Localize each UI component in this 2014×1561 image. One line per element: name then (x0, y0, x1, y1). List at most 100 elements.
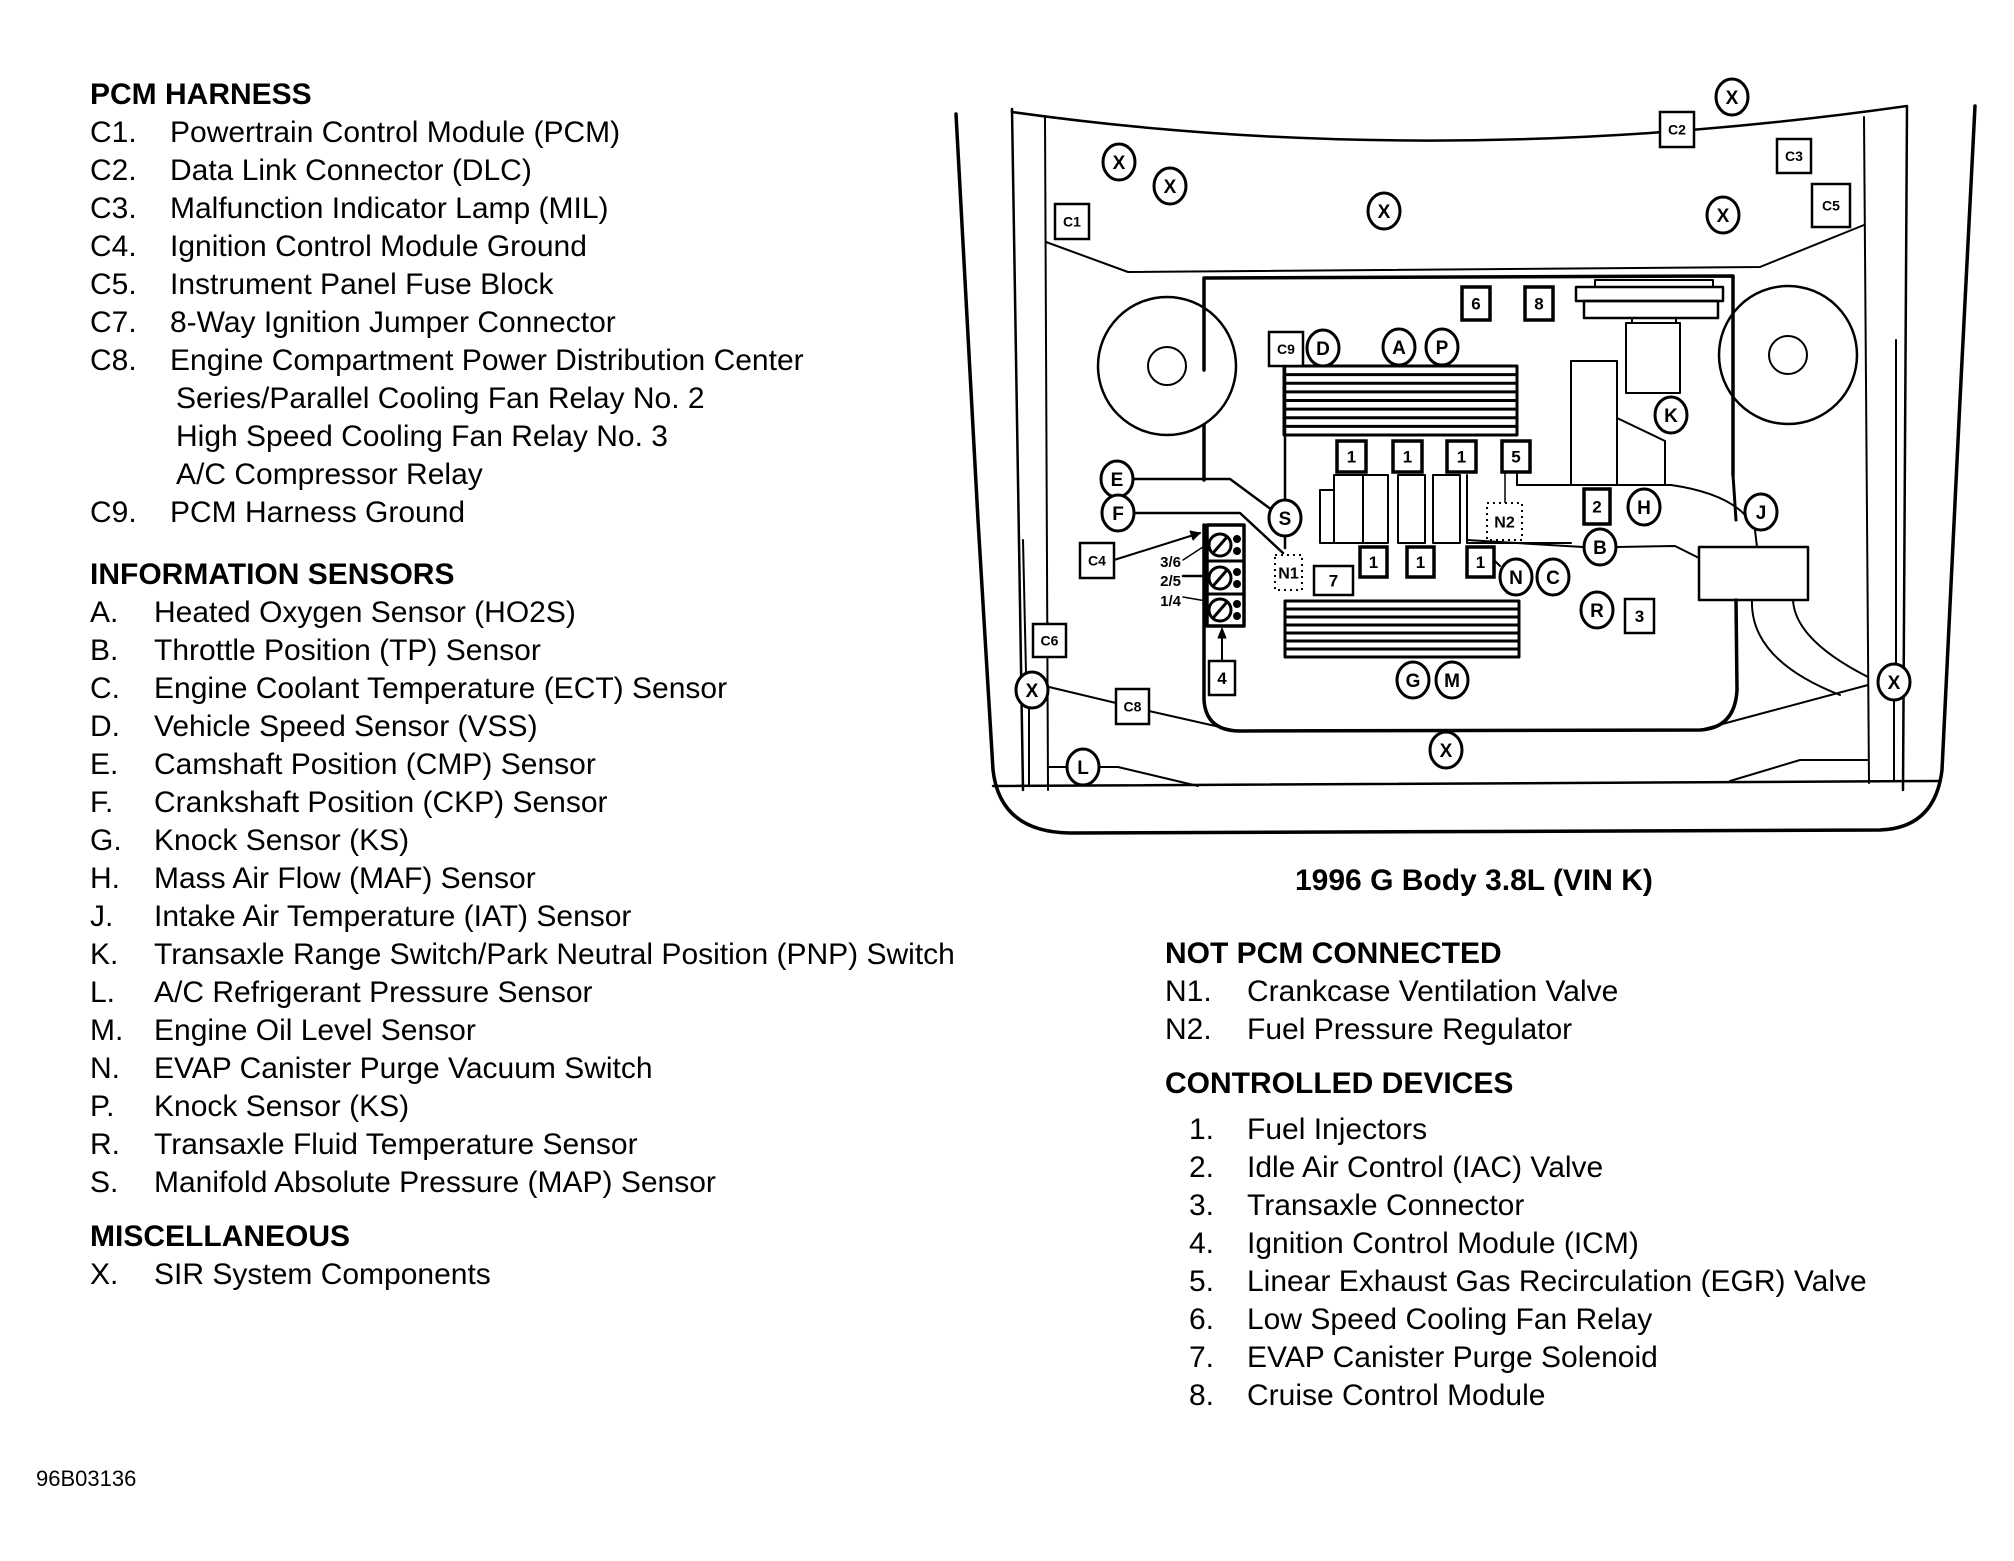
callout-box-1: 1 (1335, 439, 1368, 474)
callout-box-7: 7 (1312, 564, 1355, 597)
coil-label: 2/5 (1160, 573, 1181, 590)
legend-item: 2.Idle Air Control (IAC) Valve (1165, 1149, 1603, 1187)
callout-circle-e: E (1099, 459, 1135, 499)
svg-text:X: X (1726, 88, 1739, 109)
legend-key: E. (90, 748, 119, 781)
callout-box-c2: C2 (1658, 110, 1696, 149)
svg-text:7: 7 (1329, 572, 1338, 591)
legend-key: R. (90, 1128, 120, 1161)
legend-item: G.Knock Sensor (KS) (90, 822, 454, 860)
svg-text:C3: C3 (1785, 148, 1803, 164)
callout-box-1: 1 (1391, 439, 1424, 474)
legend-key: 1. (1189, 1113, 1215, 1146)
legend-item: C9.PCM Harness Ground (90, 494, 465, 532)
legend-key: C3. (90, 192, 137, 225)
svg-text:8: 8 (1534, 295, 1543, 314)
svg-text:P: P (1436, 338, 1449, 359)
svg-text:H: H (1637, 498, 1651, 519)
legend-item: N1.Crankcase Ventilation Valve (1165, 973, 1618, 1011)
figure-code: 96B03136 (36, 1466, 137, 1491)
legend-label: Knock Sensor (KS) (154, 1090, 410, 1123)
callout-circle-x: X (1014, 670, 1050, 710)
legend-item: C3.Malfunction Indicator Lamp (MIL) (90, 190, 609, 228)
pnp-link (1616, 417, 1666, 486)
left-fan (1096, 295, 1238, 437)
svg-text:J: J (1756, 503, 1767, 524)
svg-text:5: 5 (1511, 448, 1520, 467)
legend-item: 4.Ignition Control Module (ICM) (1165, 1225, 1639, 1263)
legend-item: N2.Fuel Pressure Regulator (1165, 1011, 1572, 1049)
coil-slash (1211, 568, 1229, 588)
legend-item: A.Heated Oxygen Sensor (HO2S) (90, 594, 576, 632)
callout-dotted-n2: N2 (1486, 502, 1523, 541)
svg-text:K: K (1664, 406, 1678, 427)
legend-label: Cruise Control Module (1247, 1379, 1546, 1412)
icm-arrowhead (1217, 627, 1227, 639)
legend-key: S. (90, 1166, 119, 1199)
legend-item: 3.Transaxle Connector (1165, 1187, 1524, 1225)
legend-key: 8. (1189, 1379, 1215, 1412)
coil-dot (1233, 600, 1241, 608)
callout-circle-x: X (1714, 77, 1750, 117)
svg-text:C5: C5 (1822, 198, 1840, 214)
legend-item: N.EVAP Canister Purge Vacuum Switch (90, 1050, 653, 1088)
cruise-plate-lower (1582, 299, 1720, 320)
legend-label: PCM Harness Ground (170, 496, 466, 529)
svg-text:G: G (1406, 671, 1421, 692)
legend-label: Fuel Injectors (1247, 1113, 1428, 1146)
legend-item: D.Vehicle Speed Sensor (VSS) (90, 708, 538, 746)
callout-circle-g: G (1395, 660, 1431, 700)
callout-circle-b: B (1582, 527, 1618, 567)
legend-key: C. (90, 672, 120, 705)
coil-dot (1233, 535, 1241, 543)
coil-terminal-icon (1207, 597, 1233, 623)
hose-outer (1792, 599, 1869, 678)
svg-text:1: 1 (1457, 448, 1466, 467)
legend-item: Series/Parallel Cooling Fan Relay No. 2 (90, 380, 705, 418)
svg-text:B: B (1593, 538, 1607, 559)
svg-text:C4: C4 (1088, 553, 1106, 569)
injector-body (1432, 474, 1461, 544)
miscellaneous-list: X.SIR System Components (90, 1256, 491, 1294)
legend-item: 1. Fuel Injectors (1165, 1111, 1513, 1149)
legend-key: G. (90, 824, 122, 857)
panel-inner-left (1044, 115, 1049, 791)
svg-text:C2: C2 (1668, 122, 1686, 138)
svg-text:M: M (1444, 671, 1460, 692)
svg-text:X: X (1164, 177, 1177, 198)
legend-label: EVAP Canister Purge Vacuum Switch (154, 1052, 653, 1085)
svg-text:E: E (1111, 470, 1124, 491)
svg-text:6: 6 (1471, 295, 1480, 314)
svg-text:4: 4 (1217, 669, 1227, 688)
legend-label: Low Speed Cooling Fan Relay (1247, 1303, 1653, 1336)
sir-wire-right (1893, 339, 1897, 782)
legend-label: Transaxle Fluid Temperature Sensor (154, 1128, 638, 1161)
callout-box-2: 2 (1582, 487, 1612, 526)
svg-text:A: A (1392, 338, 1406, 359)
not-pcm-connected-heading: NOT PCM CONNECTED (1165, 937, 1502, 970)
legend-label: Crankcase Ventilation Valve (1247, 975, 1619, 1008)
coil-36-lead (1182, 544, 1207, 561)
legend-label: Crankshaft Position (CKP) Sensor (154, 786, 608, 819)
maf-box (1697, 545, 1810, 602)
legend-key: F. (90, 786, 114, 819)
callout-circle-l: L (1065, 747, 1101, 787)
left-fan-hub (1147, 346, 1187, 386)
callout-circle-x: X (1366, 191, 1402, 231)
legend-item: High Speed Cooling Fan Relay No. 3 (90, 418, 668, 456)
callout-dotted-n1: N1 (1274, 554, 1303, 591)
callout-circle-h: H (1626, 487, 1662, 527)
svg-text:C6: C6 (1041, 633, 1059, 649)
legend-item: 7.EVAP Canister Purge Solenoid (1165, 1339, 1658, 1377)
cruise-body (1625, 322, 1681, 394)
callout-box-c9: C9 (1267, 330, 1305, 368)
legend-item: C7.8-Way Ignition Jumper Connector (90, 304, 616, 342)
panel-inner-right (1863, 116, 1870, 784)
callout-circle-x: X (1428, 730, 1464, 770)
legend-key: 6. (1189, 1303, 1215, 1336)
cruise-plate (1574, 285, 1725, 303)
egr-bracket (1516, 471, 1572, 486)
callout-box-1: 1 (1358, 545, 1389, 579)
legend-item: J.Intake Air Temperature (IAT) Sensor (90, 898, 631, 936)
legend-label: A/C Compressor Relay (176, 458, 483, 491)
